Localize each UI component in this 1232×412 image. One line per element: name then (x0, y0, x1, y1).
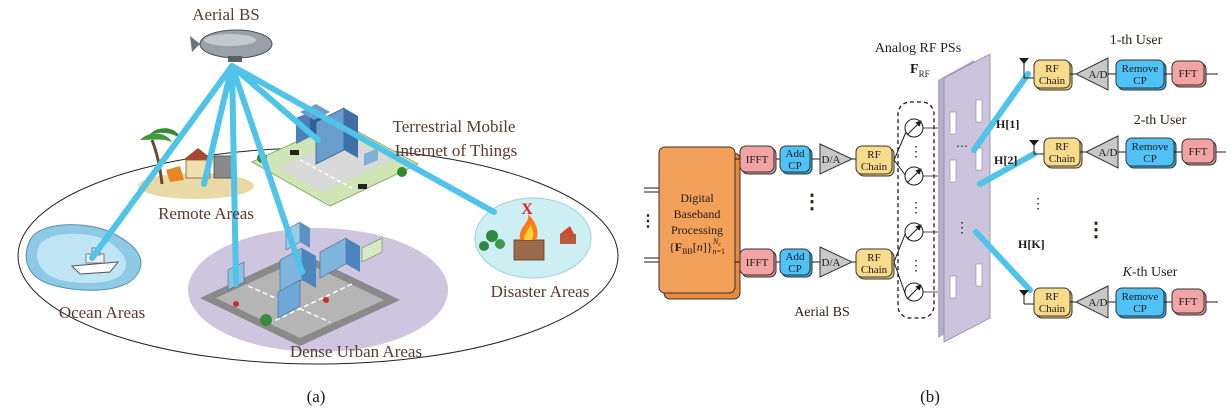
ifft-label-upper: IFFT (746, 154, 769, 166)
rfchain-label-upper-2: Chain (861, 161, 888, 173)
ifft-label-lower: IFFT (746, 257, 769, 269)
analog-rf-ps-title: Analog RF PSs (875, 41, 961, 56)
user2-label: 2-th User (1134, 113, 1187, 128)
aerial-bs-label-b: Aerial BS (794, 305, 850, 320)
svg-text:⋯: ⋯ (956, 139, 968, 153)
u2-fft: FFT (1189, 146, 1208, 158)
terrestrial-label-line2: Internet of Things (395, 141, 517, 160)
u1-rf-2: Chain (1039, 75, 1066, 87)
dense-urban-label: Dense Urban Areas (290, 342, 422, 361)
svg-text:⋮: ⋮ (909, 201, 923, 216)
channel-beams (971, 71, 1037, 293)
u2-ad: A/D (1099, 147, 1118, 159)
panel-a: X (17, 5, 619, 406)
remote-area (138, 128, 254, 199)
tx-chain-upper: IFFT Add CP D/A RF Chain (735, 143, 895, 177)
svg-text:⋮: ⋮ (955, 221, 969, 236)
airship-icon (190, 29, 273, 62)
u2-rcp-1: Remove (1132, 141, 1169, 153)
phase-shifter-3 (904, 222, 924, 242)
antenna-array-panel: ⋯ ⋮ (938, 53, 991, 343)
da-label-upper: D/A (822, 154, 841, 166)
u1-rcp-2: CP (1133, 75, 1146, 87)
u1-rcp-1: Remove (1122, 63, 1159, 75)
userk-label: K-th User (1122, 265, 1178, 280)
u2-rf-1: RF (1055, 141, 1068, 153)
user-dots: ⋮ (1086, 219, 1106, 241)
uk-rcp-2: CP (1133, 303, 1146, 315)
tx-chain-lower: IFFT Add CP D/A RF Chain (735, 246, 895, 280)
terrestrial-label-line1: Terrestrial Mobile (393, 117, 516, 136)
phase-shifter-4 (904, 282, 924, 302)
da-label-lower: D/A (822, 257, 841, 269)
phase-shifter-1 (904, 118, 924, 138)
ocean-area (25, 224, 142, 291)
analog-ps-network: Analog RF PSs FRF ⋮ ⋮ ⋮ (875, 41, 961, 319)
disaster-area: X (474, 197, 592, 279)
uk-fft: FFT (1179, 296, 1198, 308)
aerial-beams (89, 63, 497, 287)
digital-label-line2: Baseband (674, 207, 721, 221)
h1-label: H[1] (996, 117, 1019, 131)
uk-rcp-1: Remove (1122, 291, 1159, 303)
user-chain-k: K-th User RF Chain A/D Remove CP FFT (1019, 265, 1218, 319)
frf-label: FRF (910, 62, 930, 79)
digital-label-line1: Digital (680, 191, 714, 205)
dense-urban-city (200, 221, 400, 346)
addcp-label-lower-1: Add (786, 251, 805, 263)
remote-areas-label: Remote Areas (158, 204, 254, 223)
rfchain-label-lower-2: Chain (861, 264, 888, 276)
disaster-x-mark: X (521, 201, 533, 218)
u1-fft: FFT (1179, 68, 1198, 80)
digital-baseband-block: Digital Baseband Processing {FBB[n]}n=1N… (658, 146, 741, 300)
baseband-inputs (644, 187, 659, 263)
digital-label-line3: Processing (671, 223, 723, 237)
u2-rf-2: Chain (1049, 153, 1076, 165)
uk-rf-1: RF (1045, 291, 1058, 303)
beam-dots: ⋮ (1031, 197, 1045, 212)
u2-rcp-2: CP (1143, 153, 1156, 165)
da-triangle-lower (819, 246, 854, 278)
ocean-areas-label: Ocean Areas (59, 303, 145, 322)
rfchain-label-upper-1: RF (867, 149, 880, 161)
phase-shifter-2 (904, 166, 924, 186)
svg-text:⋮: ⋮ (909, 259, 923, 274)
da-triangle-upper (819, 143, 854, 175)
uk-ad: A/D (1089, 297, 1108, 309)
baseband-input-dots: ⋮ (640, 213, 656, 230)
hk-label: H[K] (1018, 237, 1045, 251)
disaster-areas-label: Disaster Areas (491, 282, 590, 301)
u1-ad: A/D (1089, 69, 1108, 81)
rfchain-label-lower-1: RF (867, 252, 880, 264)
panel-b: ⋮ Digital Baseband Processing {FBB[n]}n=… (640, 33, 1226, 406)
h2-label: H[2] (994, 153, 1017, 167)
addcp-label-lower-2: CP (788, 263, 801, 275)
uk-rf-2: Chain (1039, 303, 1066, 315)
caption-b: (b) (920, 387, 940, 406)
fbb-label: {FBB[n]}n=1Nc (669, 237, 725, 256)
svg-text:⋮: ⋮ (909, 145, 923, 160)
u1-rf-1: RF (1045, 63, 1058, 75)
user-chain-2: 2-th User RF Chain A/D Remove CP FFT (1029, 113, 1226, 169)
caption-a: (a) (307, 387, 326, 406)
addcp-label-upper-1: Add (786, 148, 805, 160)
user1-label: 1-th User (1110, 33, 1163, 48)
addcp-label-upper-2: CP (788, 160, 801, 172)
chain-dots: ⋮ (802, 191, 822, 213)
user-chain-1: 1-th User RF Chain A/D Remove CP FFT (1019, 33, 1218, 91)
aerial-bs-label-a: Aerial BS (192, 5, 260, 24)
